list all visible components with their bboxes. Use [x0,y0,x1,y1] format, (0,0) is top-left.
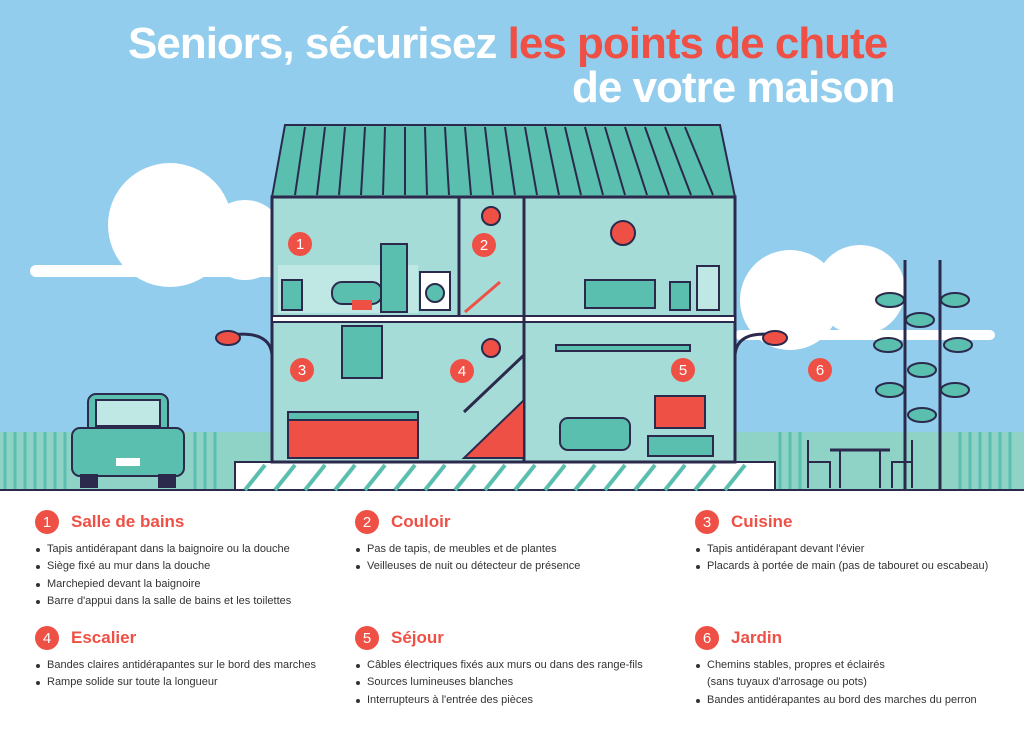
section-couloir: 2 Couloir Pas de tapis, de meubles et de … [355,509,675,576]
list-item: Siège fixé au mur dans la douche [35,558,355,575]
section-escalier: 4 Escalier Bandes claires antidérapantes … [35,625,355,692]
list-item: Marchepied devant la baignoire [35,576,355,593]
tv [654,395,706,429]
kitchen [287,325,419,459]
step-stool [352,300,372,310]
section-title: Couloir [391,512,451,531]
marker-1: 1 [288,232,312,256]
cloud-left [30,163,285,287]
section-number: 3 [695,510,719,534]
floor-divider [271,315,736,323]
garden-table [807,440,913,488]
list-item: Bandes antidérapantes au bord des marche… [695,692,1015,709]
list-item: Rampe solide sur toute la longueur [35,674,355,691]
bathroom [278,243,451,313]
hood [341,325,383,379]
list-item: Chemins stables, propres et éclairés [695,657,1015,674]
section-title: Cuisine [731,512,793,531]
section-title: Salle de bains [71,512,185,531]
ceiling-lamp [610,220,636,246]
living-room [555,344,714,457]
list-item: Placards à portée de main (pas de tabour… [695,558,1015,575]
wall-lamp-right [762,330,788,346]
section-salle-de-bains: 1 Salle de bains Tapis antidérapant dans … [35,509,355,610]
marker-6: 6 [808,358,832,382]
marker-4: 4 [450,359,474,383]
section-title: Escalier [71,628,137,647]
list-item: Tapis antidérapant dans la baignoire ou … [35,541,355,558]
list-item: Veilleuses de nuit ou détecteur de prése… [355,558,675,575]
hall-lamp [481,206,501,226]
marker-5: 5 [671,358,695,382]
list-item-continued: (sans tuyaux d'arrosage ou pots) [707,676,867,689]
section-title: Séjour [391,628,444,647]
list-item: Bandes claires antidérapantes sur le bor… [35,657,355,674]
bedroom [481,206,720,311]
sofa [559,417,631,451]
section-number: 2 [355,510,379,534]
section-number: 5 [355,626,379,650]
bed [584,279,656,309]
section-number: 6 [695,626,719,650]
title-highlight: les points de chute [507,19,889,68]
list-item: Tapis antidérapant devant l'évier [695,541,1015,558]
section-jardin: 6 Jardin Chemins stables, propres et écla… [695,625,1015,709]
tree [873,260,973,490]
section-number: 4 [35,626,59,650]
marker-3: 3 [290,358,314,382]
list-item: Pas de tapis, de meubles et de plantes [355,541,675,558]
cabinets [287,419,419,459]
list-item: Sources lumineuses blanches [355,674,675,691]
staircase [461,280,526,459]
list-item: Barre d'appui dans la salle de bains et … [35,593,355,610]
toilet [281,279,303,311]
car [71,393,185,488]
marker-2: 2 [472,233,496,257]
list-item: Câbles électriques fixés aux murs ou dan… [355,657,675,674]
section-sejour: 5 Séjour Câbles électriques fixés aux mur… [355,625,675,709]
section-title: Jardin [731,628,783,647]
page-title-line1: Seniors, sécurisez les points de chute [128,19,889,68]
mirror [696,265,720,311]
cloud-right [735,245,995,350]
section-cuisine: 3 Cuisine Tapis antidérapant devant l'évi… [695,509,1015,576]
shower-curtain [380,243,408,313]
page-title-line2: de votre maison [572,63,895,112]
list-item: Interrupteurs à l'entrée des pièces [355,692,675,709]
title-text: Seniors, sécurisez [128,19,508,68]
wall-lamp-left [215,330,241,346]
section-number: 1 [35,510,59,534]
